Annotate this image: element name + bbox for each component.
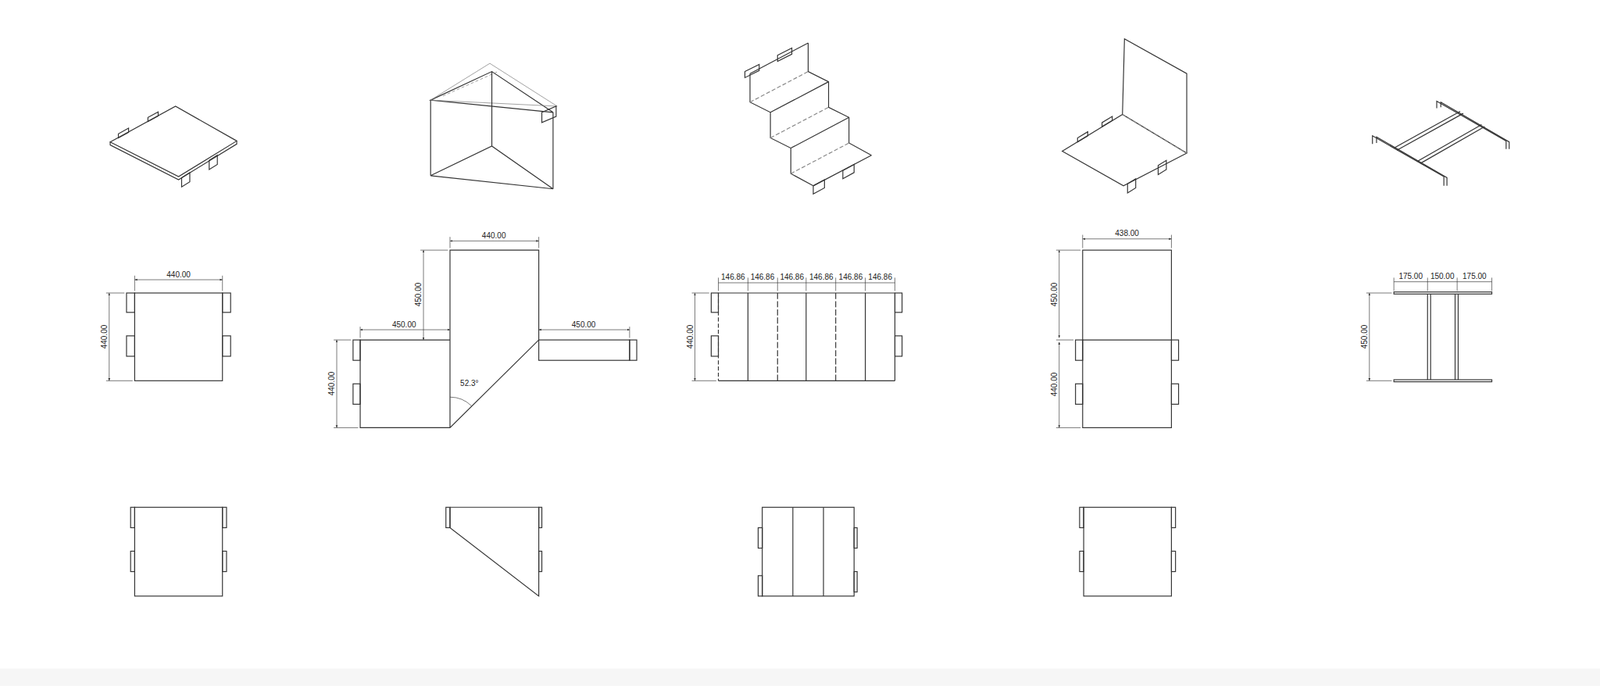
dimension-label: 440.00	[100, 324, 109, 350]
dimension-label: 440.00	[686, 324, 695, 350]
dimension-label: 450.00	[414, 282, 423, 308]
dimension-label: 146.86	[778, 273, 805, 282]
wedge-flat	[353, 250, 637, 428]
dimension-label: 440.00	[1050, 371, 1059, 398]
dimension-label: 146.86	[720, 273, 747, 282]
rod-frame-flat	[1393, 292, 1492, 383]
dimension-label: 440.00	[481, 232, 508, 240]
dimension-label: 450.00	[571, 321, 597, 329]
wedge-side	[446, 507, 543, 597]
dimension-lines	[692, 277, 896, 381]
plate-flat	[126, 292, 231, 381]
dimension-label: 175.00	[1461, 272, 1488, 281]
bracket-iso	[1062, 39, 1187, 193]
wedge-iso	[430, 63, 558, 190]
dimension-label: 150.00	[1429, 272, 1456, 281]
rod-frame-iso	[1372, 100, 1510, 186]
dimension-label: 146.86	[838, 273, 865, 282]
dimension-label: 440.00	[328, 371, 336, 397]
dimension-lines	[333, 236, 630, 428]
dimension-label: 450.00	[1360, 324, 1369, 350]
dimension-label: 450.00	[1050, 282, 1059, 308]
dimension-label: 146.86	[808, 273, 835, 282]
dimension-lines	[106, 275, 223, 382]
stair-side	[757, 507, 858, 597]
bracket-flat	[1075, 250, 1179, 428]
plate-iso	[110, 106, 237, 187]
dimension-lines	[1366, 277, 1493, 381]
plate-side	[130, 507, 227, 597]
dimension-label: 52.3°	[459, 379, 479, 388]
dimension-lines	[1056, 235, 1172, 429]
dimension-label: 175.00	[1397, 272, 1424, 281]
dimension-label: 146.86	[750, 273, 776, 282]
dimension-label: 146.86	[867, 273, 893, 282]
stair-flat	[710, 292, 902, 381]
dimension-label: 450.00	[391, 321, 418, 329]
page-edge	[0, 668, 1600, 686]
dimension-label: 440.00	[165, 271, 192, 279]
dimension-label: 438.00	[1114, 229, 1140, 238]
bracket-side	[1079, 507, 1176, 597]
stair-iso	[744, 42, 872, 194]
